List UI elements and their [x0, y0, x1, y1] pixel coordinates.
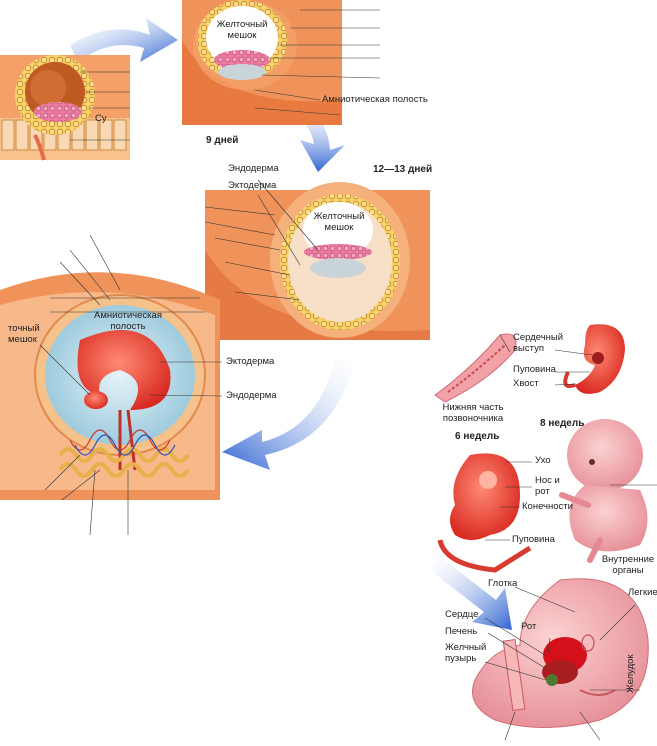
arrow-4: [430, 555, 512, 630]
internal-organs-label: Внутренние органы: [601, 554, 655, 576]
day9-label: 9 дней: [206, 135, 239, 146]
lungs-label: Легкие: [628, 587, 657, 598]
limbs-label: Конечности: [522, 501, 573, 512]
ectoderm-label-big: Эктодерма: [226, 356, 275, 367]
heart-bulge-label: Сердечный выступ: [513, 332, 564, 354]
stage-day9: [182, 0, 381, 125]
nose-mouth-label: Нос и рот: [535, 475, 560, 497]
arrow-1: [70, 18, 178, 62]
stomach-label: Желудок: [625, 654, 636, 693]
yolk-sac-label-day12: Желточный мешок: [313, 211, 365, 233]
week8-label: 8 недель: [540, 418, 585, 429]
heart-label: Сердце: [445, 609, 479, 620]
embryo-week4: [554, 324, 625, 394]
amniotic-cavity-label-big: Амниотическая полость: [94, 310, 162, 332]
fetus-anatomy: [472, 578, 649, 741]
blastocyst: [0, 55, 130, 161]
spine-caption: Нижняя часть позвоночника: [442, 402, 504, 424]
liver-label: Печень: [445, 626, 478, 637]
umbilical-label-week6: Пуповина: [512, 534, 555, 545]
embryo-week6: [437, 453, 532, 573]
ear-label: Ухо: [535, 455, 551, 466]
mouth-label: Рот: [521, 621, 537, 632]
endoderm-label-day12: Эндодерма: [228, 163, 279, 174]
pharynx-label: Глотка: [488, 578, 518, 589]
amniotic-cavity-label-day9: Амниотическая полость: [322, 94, 428, 105]
fetus-week8: [559, 419, 657, 563]
ectoderm-label-day12: Эктодерма: [228, 180, 277, 191]
week6-label: 6 недель: [455, 431, 500, 442]
yolk-sac-partial-label: точный мешок: [8, 323, 40, 345]
stage-big-section: [0, 234, 223, 536]
gall-bladder-label: Желчный пузырь: [445, 642, 487, 664]
day12-label: 12—13 дней: [373, 164, 433, 175]
umbilical-label-small: Пуповина: [513, 364, 556, 375]
tail-label: Хвост: [513, 378, 539, 389]
embryo-spine: [434, 333, 517, 403]
stage-day12: [204, 179, 430, 340]
yolk-sac-label-day9: Желточный мешок: [216, 19, 268, 41]
cy-label: Cy: [95, 113, 107, 124]
arrow-3: [222, 360, 355, 470]
endoderm-label-big: Эндодерма: [226, 390, 277, 401]
